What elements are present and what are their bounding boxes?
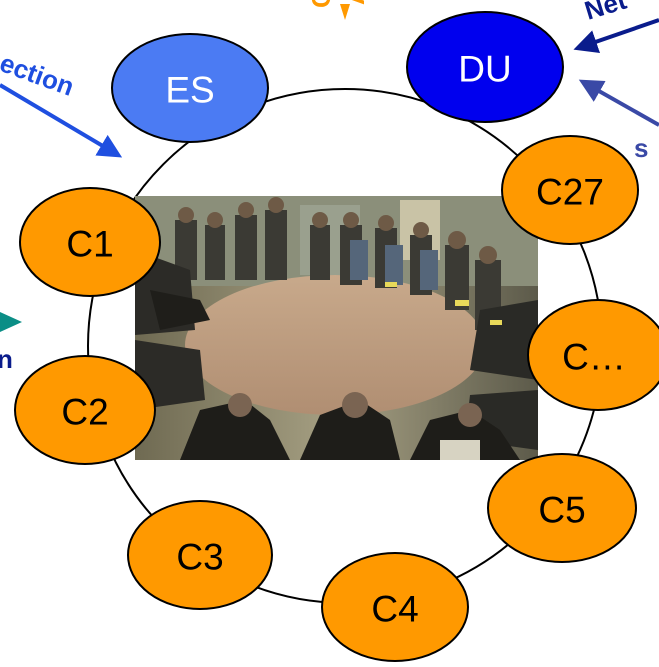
node-c1-label: C1: [66, 224, 113, 265]
s-label: s: [634, 133, 648, 163]
s-arrow: [578, 79, 659, 127]
node-c5-label: C5: [538, 490, 585, 531]
teal-arrowhead: [0, 312, 22, 332]
node-c3-label: C3: [176, 537, 223, 578]
node-c27-label: C27: [536, 172, 604, 213]
top-fragment-triangle: [340, 4, 350, 20]
connection-arrow: [0, 83, 123, 158]
net-label: Net: [581, 0, 630, 26]
net-arrow: [573, 18, 659, 54]
group-meeting-photo: [135, 196, 538, 460]
node-c2-label: C2: [61, 392, 108, 433]
node-c5[interactable]: C5: [487, 453, 637, 563]
node-es[interactable]: ES: [111, 33, 269, 143]
node-c4-label: C4: [371, 589, 418, 630]
node-c-more-label: C…: [562, 337, 626, 378]
top-fragment-a: A: [340, 0, 370, 5]
node-du[interactable]: DU: [406, 11, 564, 123]
node-c-more[interactable]: C…: [527, 299, 659, 411]
node-c4[interactable]: C4: [321, 552, 469, 662]
n-label: n: [0, 344, 13, 374]
top-fragment-c: C: [306, 0, 336, 8]
node-c2[interactable]: C2: [14, 355, 156, 465]
node-c1[interactable]: C1: [19, 187, 161, 297]
node-du-label: DU: [458, 49, 511, 90]
node-c27[interactable]: C27: [501, 135, 639, 245]
node-c3[interactable]: C3: [127, 500, 273, 610]
node-es-label: ES: [165, 70, 214, 111]
